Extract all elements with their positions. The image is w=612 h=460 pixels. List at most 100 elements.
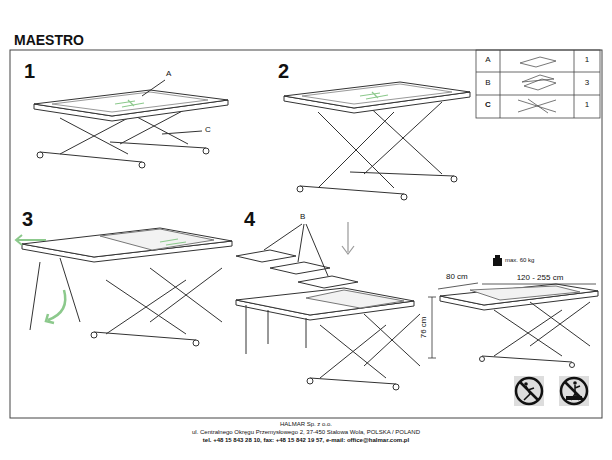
table-cell: C [485,101,491,110]
line-art [34,90,228,116]
line-art [150,268,222,322]
line-art [318,112,394,188]
dimension: 76 cm [420,316,429,338]
line-art [440,284,598,305]
line-art [493,258,502,266]
line-art [268,310,269,344]
line-art [570,363,575,368]
line-art [46,290,65,323]
table-cell: 1 [585,56,589,65]
line-art [470,286,580,300]
line-art [139,162,145,168]
line-art [514,376,544,406]
line-art [310,378,396,384]
line-art [160,239,186,245]
line-art [528,99,548,113]
line-art [306,290,404,308]
footer-text: ul. Centralnego Okręgu Przemysłowego 2, … [192,429,420,436]
line-art [94,332,196,340]
line-art [142,80,165,96]
callout-letter: B [300,213,305,222]
line-art [284,82,470,108]
line-art [428,358,436,359]
line-art [565,382,583,400]
line-art [476,72,600,73]
line-art [60,258,80,322]
line-art [193,340,199,346]
step-2-table [284,82,470,200]
line-art [37,152,43,158]
line-art [106,280,186,334]
line-art [91,332,97,338]
line-art [298,224,304,262]
step-number: 1 [24,60,35,82]
line-art [270,262,330,274]
line-art [482,356,572,362]
line-art [306,318,307,348]
line-art [150,268,222,322]
line-art [480,357,485,362]
callout-letter: A [166,70,171,79]
line-art [350,172,454,176]
line-art [110,142,206,148]
line-art [428,297,436,298]
line-art [524,382,528,386]
line-art [306,224,328,276]
line-art [40,152,142,162]
line-art [30,262,40,330]
line-art [522,75,554,82]
line-art [524,386,534,400]
line-art [203,148,209,154]
line-art [518,100,556,112]
line-art [476,50,600,118]
line-art [100,229,214,250]
line-art [516,378,542,404]
line-art [451,176,457,182]
line-art [300,186,404,194]
line-art [494,310,562,356]
line-art [401,194,407,200]
line-art [364,102,442,174]
page-frame [10,50,602,418]
line-art [360,92,388,99]
line-art [320,325,386,378]
dimension-figure [428,255,598,368]
line-art [342,222,354,254]
line-art [566,396,582,400]
step-number: 4 [244,208,255,230]
line-art [297,186,303,192]
line-art [115,100,144,107]
line-art [530,302,590,346]
line-art [106,280,186,334]
line-art [561,378,587,404]
line-art [520,382,538,400]
table-cell: 3 [585,79,589,88]
step-3-table [16,228,232,346]
line-art [476,95,600,96]
line-art [500,50,501,118]
line-art [60,118,128,154]
footer-text: HALMAR Sp. z o.o. [280,421,332,428]
line-art [10,50,602,418]
line-art [298,276,358,288]
line-art [320,325,386,378]
line-art [236,288,414,315]
prohibition-icons [514,376,589,406]
line-art [495,255,500,258]
table-cell: 1 [585,101,589,110]
parts-table [476,50,600,118]
line-art [302,84,452,104]
line-art [264,224,302,250]
line-art [60,118,128,154]
line-art [162,131,202,134]
table-cell: A [485,56,490,65]
line-art [364,314,420,366]
line-art [482,284,596,285]
step-number: 3 [22,208,33,230]
line-art [530,302,590,346]
line-art [494,310,562,356]
line-art [393,384,399,390]
step-4-table [236,222,420,390]
